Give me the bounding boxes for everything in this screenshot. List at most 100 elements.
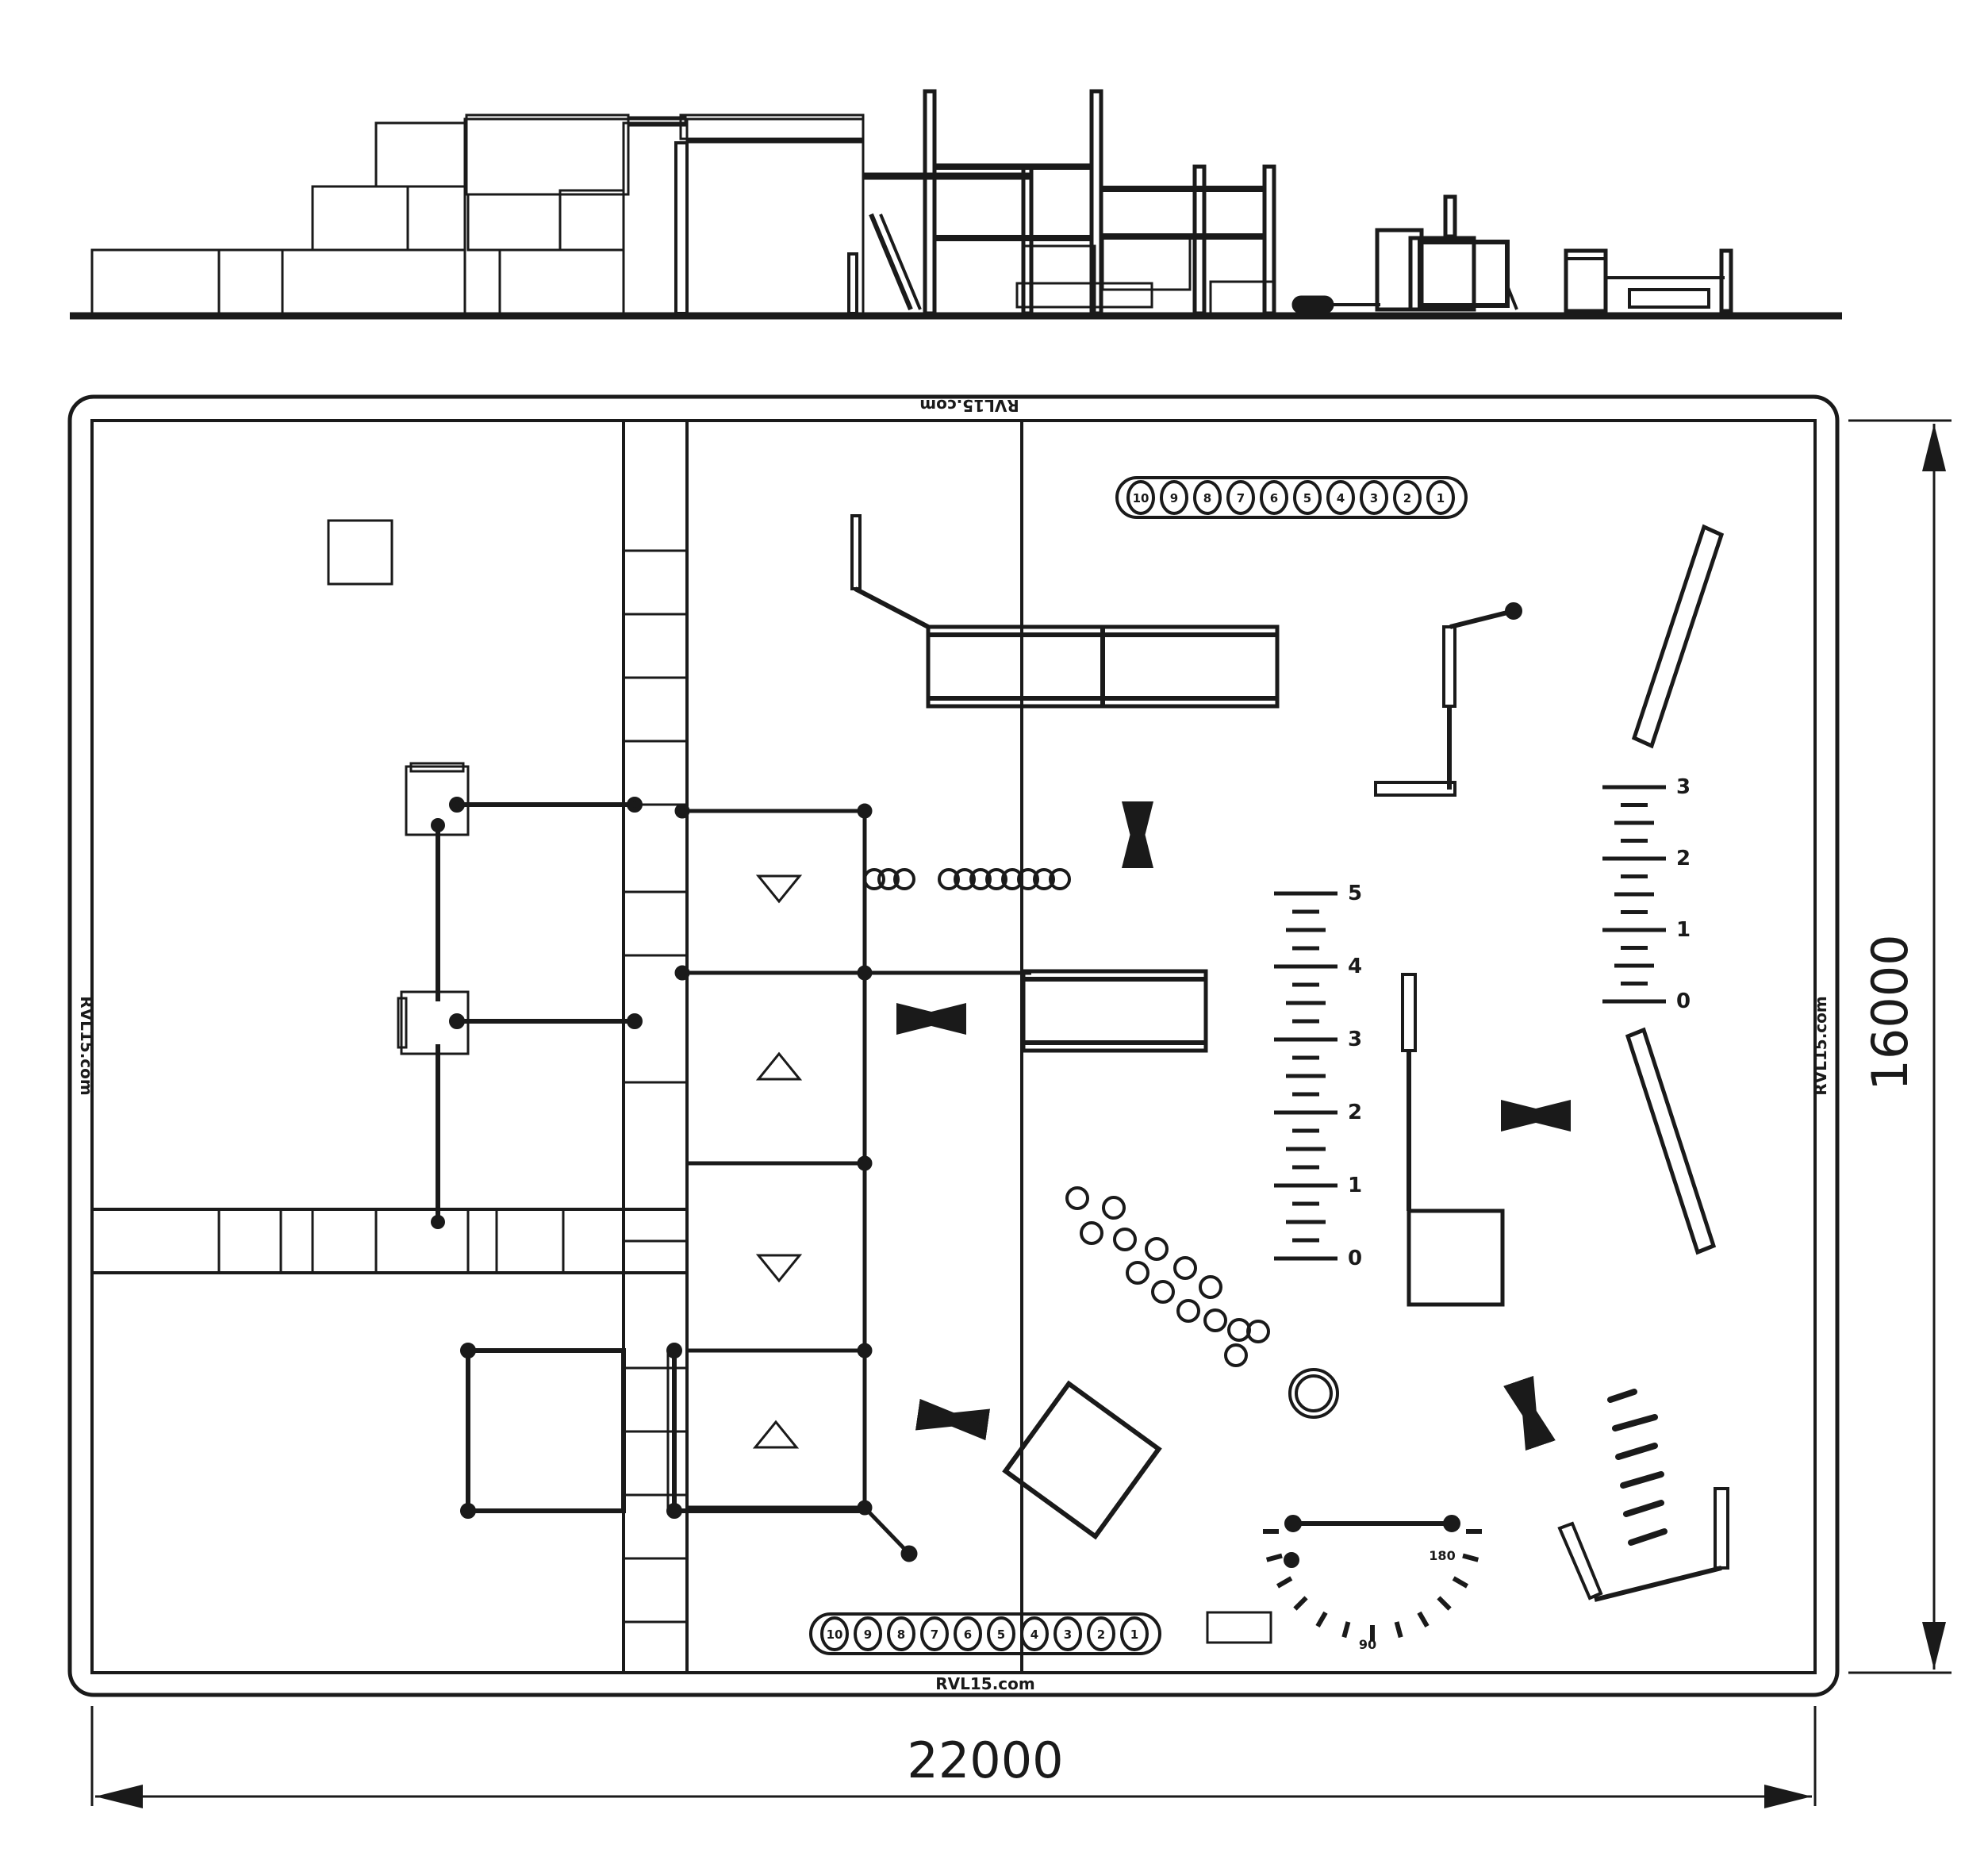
post-assembly-left [397, 762, 643, 1229]
frame-lower-left [460, 1343, 865, 1519]
gauge-tick [1276, 1576, 1293, 1589]
gauge-tick [1452, 1576, 1469, 1589]
number-label: 1 [1130, 1627, 1138, 1642]
number-oval [1020, 1616, 1049, 1651]
number-oval [954, 1616, 982, 1651]
number-oval [1360, 480, 1388, 515]
post-box-right [1401, 973, 1505, 1307]
ring [1246, 1320, 1270, 1343]
number-label: 7 [931, 1627, 938, 1642]
bench-frame-middle [1021, 969, 1208, 1053]
elevation-view [70, 89, 1842, 320]
panel-column [674, 803, 1031, 1562]
number-oval [1160, 480, 1188, 515]
ring [1227, 1318, 1251, 1342]
small-plate [1206, 1611, 1272, 1644]
ring [1065, 1186, 1089, 1210]
number-label: 8 [897, 1627, 905, 1642]
ruler-label: 2 [1348, 1101, 1362, 1124]
dimension-width [90, 1706, 1817, 1808]
tile-strip-vertical [622, 419, 689, 1674]
gauge-tick [1315, 1611, 1328, 1628]
ruler-label: 0 [1348, 1247, 1362, 1270]
number-label: 3 [1370, 491, 1378, 505]
brand-label-bottom: RVL15.com [935, 1674, 1035, 1693]
number-oval [1326, 480, 1355, 515]
target-ring [1288, 1368, 1339, 1419]
number-row-bottom: 10 9 8 7 6 5 4 3 2 1 [809, 1612, 1161, 1655]
ring [1113, 1228, 1137, 1251]
number-label: 4 [1337, 491, 1345, 505]
number-label: 8 [1203, 491, 1211, 505]
number-label: 10 [1133, 491, 1149, 505]
ring [1173, 1256, 1197, 1280]
ring [1102, 1196, 1126, 1220]
gauge-tick [1437, 1596, 1452, 1611]
number-oval [1226, 480, 1255, 515]
tile-strip-horizontal [90, 1208, 689, 1274]
gauge-tick [1341, 1621, 1351, 1639]
number-label: 6 [964, 1627, 972, 1642]
ruler-label: 1 [1348, 1174, 1362, 1197]
number-label: 2 [1097, 1627, 1105, 1642]
ruler-label: 3 [1348, 1028, 1362, 1051]
direction-arrows [896, 801, 1571, 1451]
gauge-label-180: 180 [1429, 1548, 1455, 1563]
ruler-label: 2 [1676, 847, 1691, 870]
small-block [327, 519, 393, 586]
brand-label-right: RVL15.com [1811, 996, 1830, 1096]
number-oval [1053, 1616, 1082, 1651]
number-label: 2 [1403, 491, 1411, 505]
gauge-label-90: 90 [1359, 1637, 1376, 1652]
ladder-rungs [1607, 1389, 1668, 1546]
number-oval [1126, 480, 1155, 515]
number-oval [987, 1616, 1015, 1651]
number-label: 4 [1030, 1627, 1038, 1642]
number-label: 9 [1170, 491, 1178, 505]
number-oval [820, 1616, 849, 1651]
number-oval [1293, 480, 1322, 515]
number-oval [887, 1616, 915, 1651]
ruler-center: 0 1 2 3 4 5 [1274, 882, 1362, 1270]
number-label: 5 [997, 1627, 1005, 1642]
ruler-label: 3 [1676, 775, 1691, 799]
brand-label-top: RVL15.com [919, 396, 1019, 415]
number-label: 10 [827, 1627, 843, 1642]
number-label: 3 [1064, 1627, 1072, 1642]
brand-label-left: RVL15.com [77, 996, 96, 1096]
number-oval [920, 1616, 949, 1651]
gauge: 180 90 [1263, 1515, 1482, 1652]
bench-frame-top [850, 514, 1280, 709]
number-oval [1193, 480, 1222, 515]
number-oval [1426, 480, 1455, 515]
ruler-label: 4 [1348, 955, 1362, 978]
gauge-tick [1265, 1553, 1283, 1562]
ring [1145, 1237, 1169, 1261]
gauge-tick [1293, 1596, 1308, 1611]
ring [1224, 1343, 1248, 1367]
ring [1080, 1221, 1103, 1245]
gauge-dot [1284, 1552, 1299, 1568]
plan-view: RVL15.com RVL15.com RVL15.com RVL15.com [67, 394, 1952, 1808]
ring [1176, 1299, 1200, 1323]
number-oval [1393, 480, 1422, 515]
dimension-width-label: 22000 [907, 1731, 1063, 1789]
ruler-label: 5 [1348, 882, 1362, 905]
gauge-tick [1417, 1611, 1430, 1628]
ring-row [863, 868, 1071, 890]
number-oval [1260, 480, 1288, 515]
dimension-height [1848, 419, 1952, 1674]
number-oval [1120, 1616, 1149, 1651]
ring [1126, 1261, 1149, 1285]
post-assembly-right-top [1374, 602, 1522, 797]
number-oval [1087, 1616, 1115, 1651]
dimension-height-label: 16000 [1861, 934, 1919, 1090]
ruler-label: 1 [1676, 918, 1691, 942]
number-label: 9 [864, 1627, 872, 1642]
mat-border [67, 394, 1840, 1697]
number-label: 6 [1270, 491, 1278, 505]
gauge-tick [1394, 1621, 1403, 1639]
